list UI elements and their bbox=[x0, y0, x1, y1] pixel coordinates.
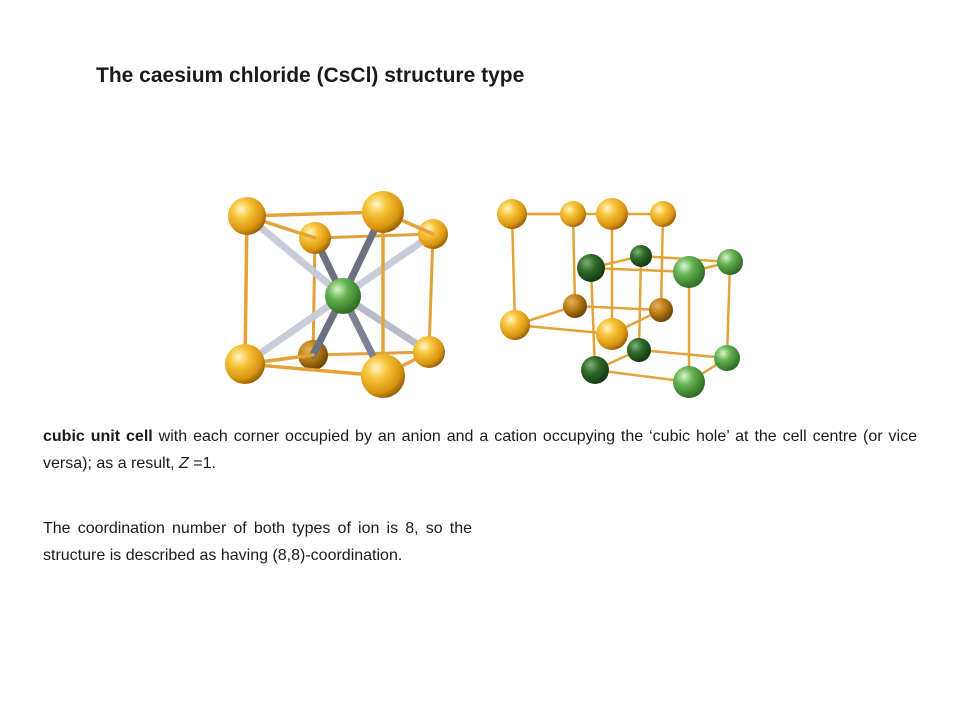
unit-cell-text-b: =1. bbox=[188, 455, 216, 472]
cscl-structure-figure bbox=[205, 172, 755, 410]
unit-cell-model bbox=[225, 191, 448, 398]
unit-cell-term: cubic unit cell bbox=[43, 428, 153, 445]
unit-cell-text-a: with each corner occupied by an anion an… bbox=[43, 428, 918, 472]
slide-title: The caesium chloride (CsCl) structure ty… bbox=[96, 64, 525, 87]
coordination-description: The coordination number of both types of… bbox=[43, 520, 472, 564]
z-symbol: Z bbox=[179, 455, 189, 472]
interpenetrating-lattice-model bbox=[497, 198, 743, 398]
unit-cell-description: cubic unit cell with each corner occupie… bbox=[43, 423, 917, 477]
